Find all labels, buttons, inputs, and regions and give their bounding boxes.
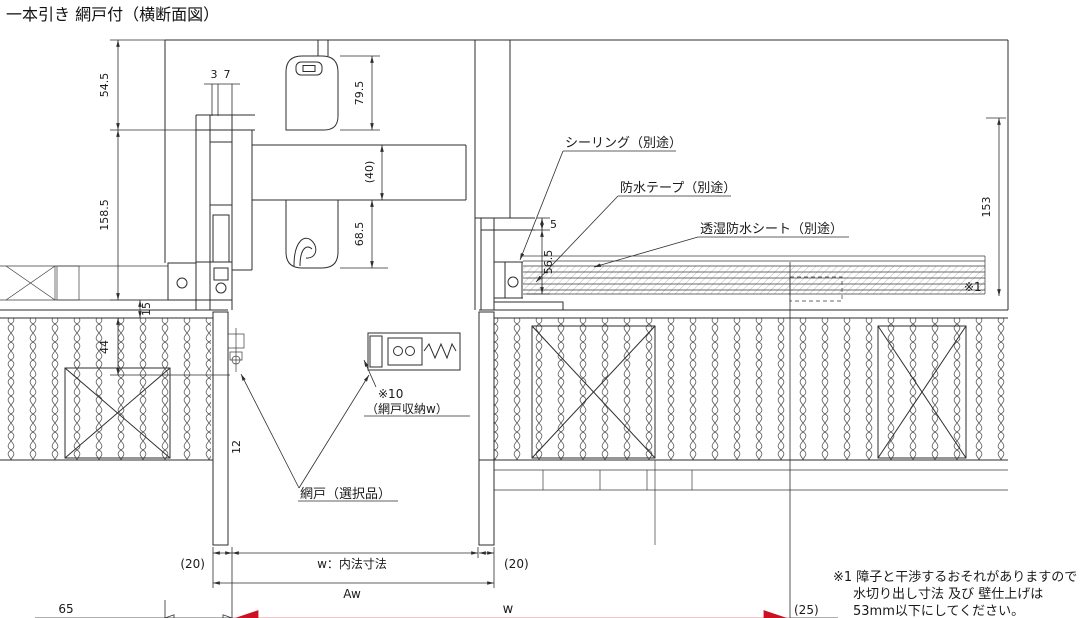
dim-153: 153 — [980, 197, 993, 218]
label-screen-ref: ※10 — [378, 387, 403, 401]
stud-right-1 — [531, 325, 656, 459]
dim-79-5: 79.5 — [353, 81, 366, 106]
dim-12: 12 — [230, 440, 243, 454]
dim-40: (40) — [363, 161, 376, 184]
label-waterproof-sheet: 透湿防水シート（別途） — [700, 221, 843, 237]
label-sealing: シーリング（別途） — [565, 135, 682, 151]
flashing — [494, 301, 564, 310]
dim-56-5: 56.5 — [542, 250, 555, 275]
footnote-line-3: 53mm以下にしてください。 — [853, 604, 1024, 618]
leader-lines — [240, 150, 849, 502]
footnote-line-2: 水切り出し寸法 及び 壁仕上げは — [853, 587, 1043, 602]
footnote-line-1: ※1 障子と干渉するおそれがありますので — [833, 570, 1077, 585]
window-frame-right — [475, 217, 564, 310]
screen-bracket — [227, 328, 245, 372]
label-screen-door: 網戸（選択品） — [300, 487, 391, 502]
page-title: 一本引き 網戸付（横断面図） — [6, 5, 219, 24]
dim-7: 7 — [224, 68, 231, 81]
jamb-right — [478, 311, 495, 546]
dim-5: 5 — [550, 218, 557, 231]
spring-symbol — [423, 342, 457, 360]
screen-mechanism — [227, 328, 461, 372]
annotation-labels: シーリング（別途） 防水テープ（別途） 透湿防水シート（別途） ※10 （網戸収… — [300, 135, 982, 502]
insulation-right — [494, 318, 1008, 460]
sealant-backer-right — [504, 261, 523, 299]
sealant-backer-left — [167, 262, 197, 301]
furring-strips — [494, 460, 1008, 545]
label-ref1: ※1 — [964, 280, 982, 294]
label-waterproof-tape: 防水テープ（別途） — [620, 180, 736, 196]
label-screen-storage: （網戸収納w） — [366, 402, 448, 416]
dim-65: 65 — [58, 602, 73, 616]
footnote: ※1 障子と干渉するおそれがありますので 水切り出し寸法 及び 壁仕上げは 53… — [833, 570, 1077, 618]
dim-w-inner: w：内法寸法 — [317, 557, 387, 571]
sealant-circle-left — [176, 277, 188, 289]
handle-exterior — [285, 55, 339, 131]
siding-band-right — [523, 255, 986, 302]
dim-15: 15 — [140, 302, 153, 316]
sealant-circle-right — [507, 276, 519, 288]
dim-20-left: (20) — [180, 557, 205, 571]
dim-68-5: 68.5 — [353, 222, 366, 247]
dim-20-right: (20) — [504, 557, 529, 571]
upper-structure — [164, 39, 1009, 310]
window-frame-left — [167, 114, 255, 310]
dim-54-5: 54.5 — [98, 73, 111, 98]
dim-3: 3 — [211, 68, 218, 81]
gasket-circle-left — [215, 282, 227, 294]
jamb-left — [212, 311, 229, 546]
insulation-left — [0, 318, 211, 460]
dimension-lines — [35, 39, 1006, 618]
dim-w: w — [503, 602, 514, 617]
stud-right-2 — [877, 325, 967, 459]
sliding-panel — [252, 55, 467, 269]
wall-left — [0, 309, 228, 461]
dim-44: 44 — [98, 340, 111, 354]
siding-band-left — [0, 265, 168, 301]
handle-interior — [285, 199, 339, 269]
dim-aw: Aw — [343, 587, 361, 601]
dimension-labels: 3 7 54.5 158.5 15 44 12 79.5 (40) 68.5 5… — [58, 68, 993, 617]
dim-158-5: 158.5 — [98, 199, 111, 231]
wall-right — [479, 309, 1008, 545]
dim-25: (25) — [794, 603, 819, 617]
